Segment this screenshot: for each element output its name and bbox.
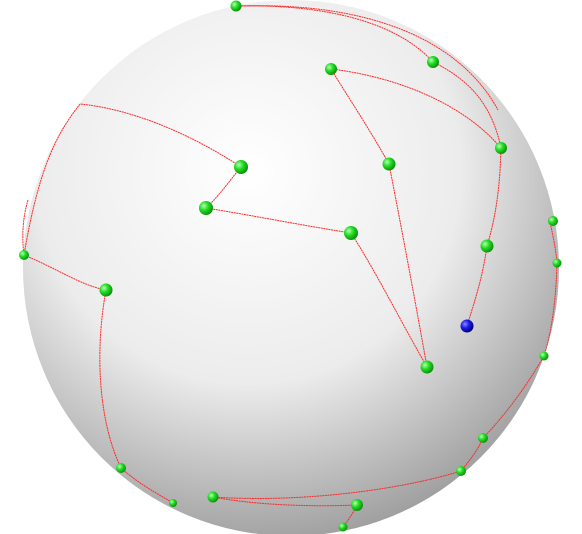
- path-segment: [543, 262, 558, 357]
- path-segment: [330, 68, 502, 149]
- start-node: [460, 319, 474, 333]
- path-segment: [79, 103, 242, 168]
- path-segment: [239, 5, 499, 111]
- sphere: [23, 0, 559, 534]
- node: [116, 463, 126, 473]
- node: [19, 250, 29, 260]
- node: [169, 499, 177, 507]
- path-segment: [330, 68, 390, 165]
- node: [480, 239, 494, 253]
- node: [234, 160, 248, 174]
- path-segment: [212, 496, 358, 507]
- path-segment: [22, 199, 29, 256]
- path-segment: [23, 254, 107, 291]
- node: [382, 157, 396, 171]
- node: [325, 63, 337, 75]
- node: [420, 360, 434, 374]
- path-segment: [486, 147, 502, 247]
- node: [207, 491, 219, 503]
- path-segment: [212, 470, 462, 499]
- node: [456, 466, 466, 476]
- node: [548, 216, 558, 226]
- node: [427, 56, 439, 68]
- node: [495, 142, 507, 154]
- node-layer: [19, 0, 562, 532]
- node: [552, 258, 562, 268]
- path-segment: [120, 467, 174, 504]
- node: [344, 226, 358, 240]
- path-segment: [99, 289, 122, 469]
- path-segment: [432, 61, 502, 149]
- node: [539, 351, 549, 361]
- node: [351, 499, 363, 511]
- node: [230, 0, 242, 12]
- path-segment: [388, 163, 428, 368]
- path-segment: [23, 103, 81, 256]
- path-segment: [466, 245, 488, 327]
- path-segment: [205, 207, 352, 234]
- node: [478, 433, 488, 443]
- path-segment: [482, 355, 545, 439]
- node: [338, 522, 348, 532]
- node: [199, 201, 213, 215]
- path-segment: [350, 232, 428, 368]
- node: [99, 283, 113, 297]
